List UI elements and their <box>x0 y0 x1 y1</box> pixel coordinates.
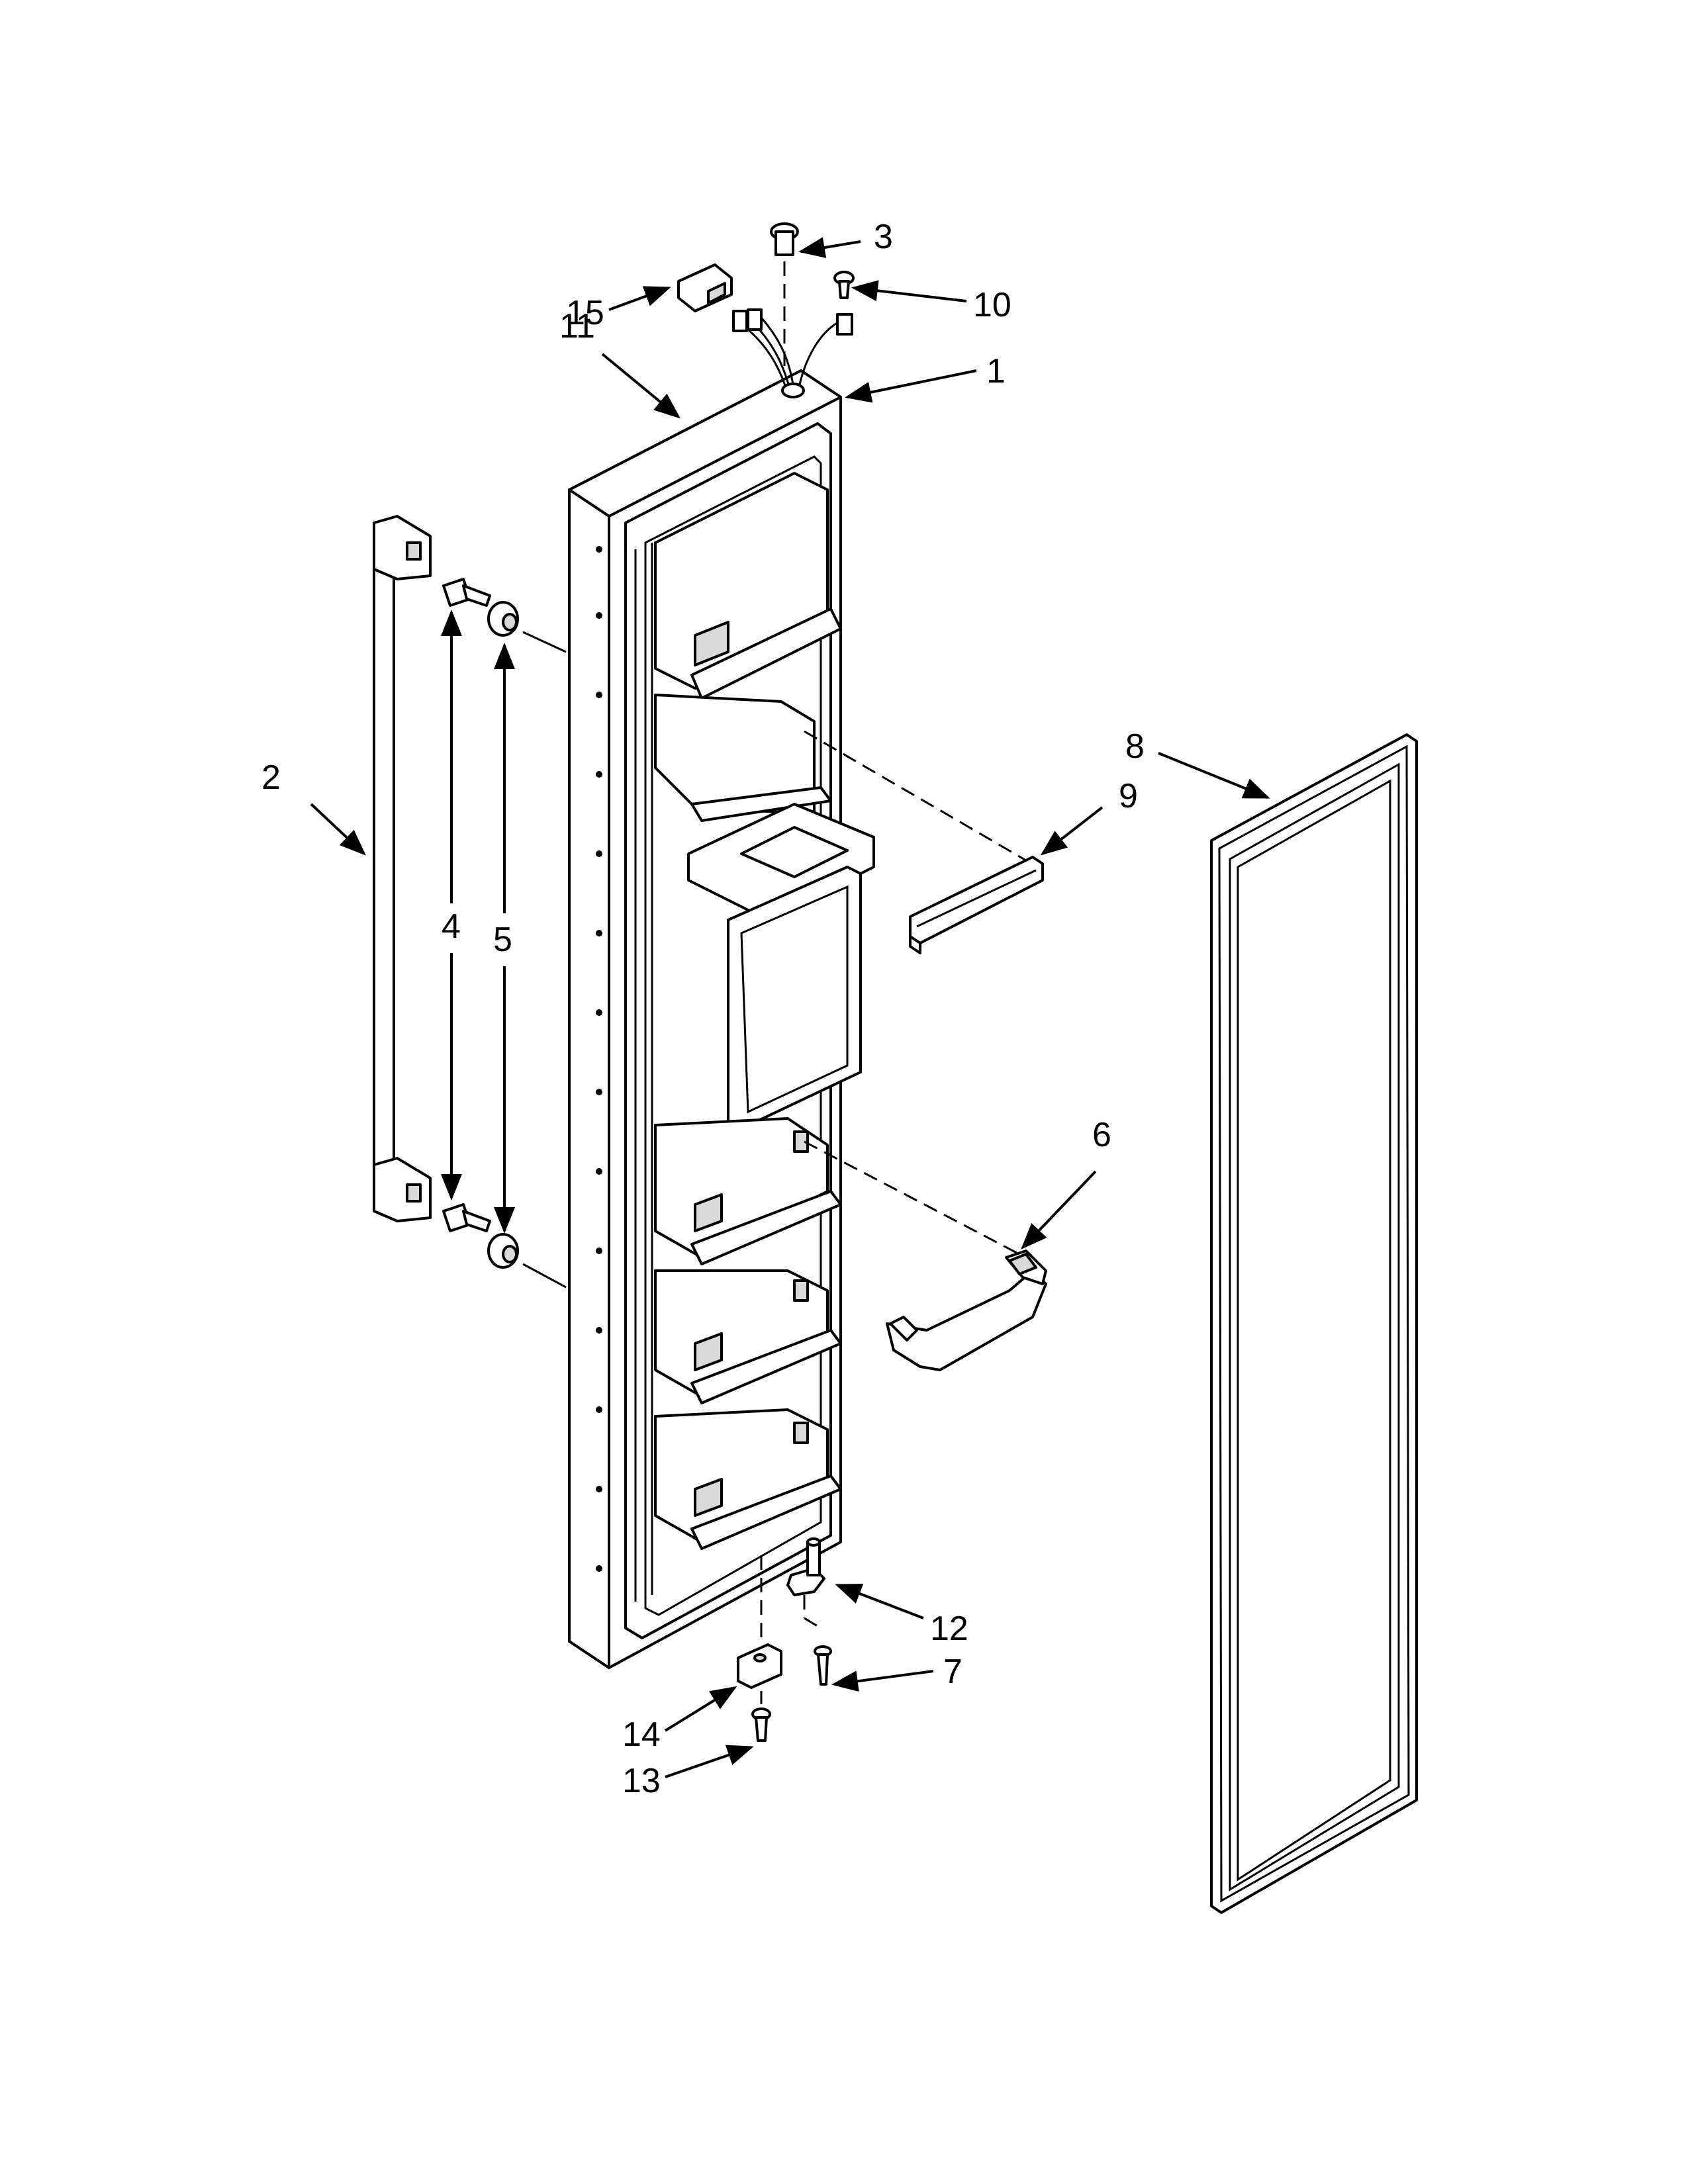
door-gasket <box>1210 733 1418 1914</box>
leader-12 <box>835 1583 924 1619</box>
leader-3 <box>798 237 861 258</box>
handle-spacer-upper <box>487 601 519 637</box>
handle-screw-upper <box>442 578 491 607</box>
callout-6: 6 <box>1092 1116 1111 1154</box>
callout-7: 7 <box>943 1653 962 1691</box>
leader-11 <box>601 353 681 419</box>
light-bulb-socket <box>770 222 799 256</box>
lower-hinge-pin <box>786 1537 825 1596</box>
lower-shelf-1 <box>654 1117 842 1265</box>
callout-4: 4 <box>442 907 461 946</box>
door-bin <box>886 1250 1047 1371</box>
spacer-to-door-line-lower <box>522 1263 567 1289</box>
door-stop-bracket <box>737 1643 782 1689</box>
callout-14: 14 <box>622 1715 661 1754</box>
lower-shelf-3 <box>654 1408 842 1550</box>
callout-8: 8 <box>1125 727 1145 766</box>
leader-6 <box>1021 1170 1097 1250</box>
callout-2: 2 <box>261 758 281 797</box>
callout-3: 3 <box>874 218 893 256</box>
leader-7 <box>831 1670 934 1692</box>
upper-shelf-1 <box>654 472 842 700</box>
door-edge-holes <box>596 546 602 1572</box>
leader-9 <box>1040 806 1103 856</box>
callout-15: 15 <box>566 294 604 332</box>
hinge-screw-line <box>804 1617 821 1629</box>
stop-screw <box>751 1707 771 1742</box>
spacer-to-door-line-upper <box>522 631 567 653</box>
leader-1 <box>845 369 977 403</box>
callout-13: 13 <box>622 1762 661 1800</box>
door-screw-top <box>833 271 855 299</box>
handle-screw-lower <box>442 1203 491 1232</box>
callout-5: 5 <box>493 921 512 959</box>
callout-9: 9 <box>1119 777 1138 815</box>
wire-harness <box>732 308 853 398</box>
rail-to-door-line <box>804 730 1027 862</box>
leader-10 <box>851 280 967 302</box>
shelf-rail-trim <box>909 856 1044 954</box>
hinge-screw <box>814 1645 832 1686</box>
door-liner-recess <box>644 455 822 1616</box>
door-assembly <box>568 369 875 1669</box>
handle-spacer-lower <box>487 1233 519 1269</box>
door-handle <box>373 515 432 1222</box>
door-side-edge <box>568 488 610 1669</box>
leader-2 <box>310 803 366 856</box>
bin-to-door-line <box>804 1140 1020 1255</box>
callout-12: 12 <box>930 1610 968 1648</box>
callout-1: 1 <box>986 352 1006 390</box>
wire-connector <box>677 263 733 312</box>
callout-11: 11 <box>559 307 595 345</box>
leader-14 <box>664 1686 737 1732</box>
lower-shelf-2 <box>654 1269 842 1404</box>
dispenser-housing <box>687 803 875 1133</box>
leader-15 <box>608 286 671 311</box>
upper-shelf-2 <box>654 694 832 822</box>
leader-13 <box>665 1745 754 1778</box>
callout-10: 10 <box>973 286 1011 324</box>
leader-8 <box>1158 752 1270 799</box>
